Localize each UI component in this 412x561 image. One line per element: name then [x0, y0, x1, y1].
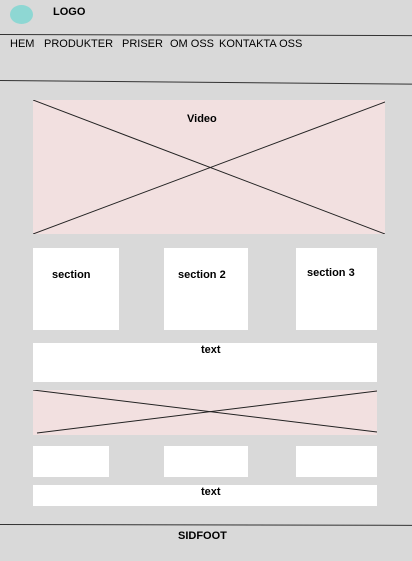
nav-item-produkter[interactable]: PRODUKTER — [44, 38, 114, 50]
section-box-2[interactable]: section 2 — [164, 248, 248, 330]
section-box-1[interactable]: section — [33, 248, 119, 330]
image-placeholder-cross-icon — [33, 390, 377, 434]
video-placeholder-cross-icon — [33, 100, 385, 234]
logo[interactable]: LOGO — [53, 6, 86, 18]
text-block-2: text — [33, 485, 377, 506]
text-label-1: text — [201, 344, 221, 356]
video-label: Video — [187, 113, 217, 125]
section-label-3: section 3 — [307, 267, 355, 279]
nav-divider — [0, 80, 412, 85]
nav-item-priser[interactable]: PRISER — [122, 38, 163, 50]
small-box-3[interactable] — [296, 446, 377, 477]
footer-label: SIDFOOT — [178, 530, 227, 542]
text-block-1: text — [33, 343, 377, 382]
image-placeholder[interactable] — [33, 390, 377, 435]
footer-divider — [0, 524, 412, 526]
section-label-2: section 2 — [178, 269, 226, 281]
section-box-3[interactable]: section 3 — [296, 248, 377, 330]
small-box-2[interactable] — [164, 446, 248, 477]
header-divider — [0, 34, 412, 37]
video-placeholder[interactable]: Video — [33, 100, 385, 234]
text-label-2: text — [201, 486, 221, 498]
logo-circle-icon[interactable] — [10, 5, 33, 24]
nav-item-kontakta-oss[interactable]: KONTAKTA OSS — [219, 38, 303, 50]
small-box-1[interactable] — [33, 446, 109, 477]
nav-item-hem[interactable]: HEM — [10, 38, 35, 50]
section-label-1: section — [52, 269, 91, 281]
nav-item-om-oss[interactable]: OM OSS — [170, 38, 215, 50]
